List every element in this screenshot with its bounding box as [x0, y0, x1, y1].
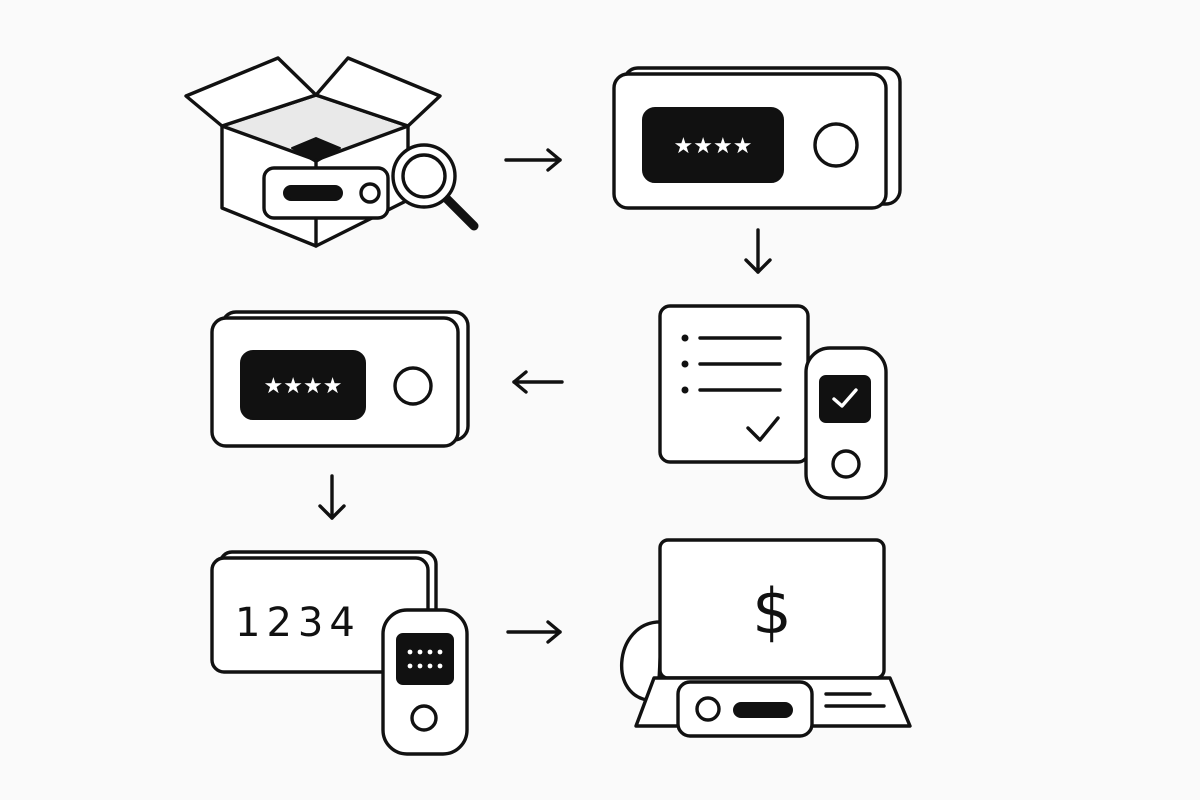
keypad-dot	[437, 663, 443, 669]
magnifier-icon	[391, 143, 479, 231]
box-with-device-and-magnifier-icon	[184, 56, 479, 248]
keypad-dot	[407, 649, 413, 655]
keypad-dot	[437, 649, 443, 655]
pin-mask: ★★★★	[264, 374, 343, 399]
list-bullet	[681, 360, 689, 368]
magnifier-handle	[441, 193, 479, 231]
pin-mask: ★★★★	[674, 134, 753, 159]
device-button	[393, 366, 433, 406]
arrow-head	[546, 148, 562, 172]
device-button	[813, 122, 859, 168]
arrow-down-icon	[318, 474, 346, 520]
confirm-device-icon	[804, 346, 888, 500]
arrow-left-icon	[512, 370, 564, 394]
recovery-code: 1234	[235, 600, 361, 646]
keypad-dot	[417, 663, 423, 669]
keypad-dot	[407, 663, 413, 669]
device-keypad	[396, 633, 454, 685]
arrow-right-icon	[504, 148, 562, 172]
keypad-device-icon	[381, 608, 469, 756]
checklist-with-device-icon	[658, 304, 888, 500]
device-button	[410, 704, 438, 732]
arrow-head	[512, 370, 528, 394]
hardware-wallet-pin-icon: ★★★★	[612, 66, 902, 210]
checkmark-icon	[746, 416, 780, 442]
list-bullet	[681, 386, 689, 394]
arrow-head	[744, 258, 772, 274]
keypad-dots	[407, 649, 443, 669]
laptop-with-dollar-icon: $	[620, 538, 912, 738]
keypad-dot	[427, 663, 433, 669]
list-bullet	[681, 334, 689, 342]
keypad-dot	[427, 649, 433, 655]
box-flap-left	[184, 56, 318, 128]
arrow-head	[318, 504, 346, 520]
check-icon	[832, 388, 858, 408]
device-button	[695, 696, 721, 722]
device-button	[359, 182, 381, 204]
small-device-icon	[676, 680, 814, 738]
device-slot	[283, 185, 343, 201]
arrow-right-icon	[506, 620, 562, 644]
arrow-down-icon	[744, 228, 772, 274]
box-shadow	[291, 137, 341, 163]
small-device-icon	[262, 166, 390, 220]
device-slot	[733, 702, 793, 718]
currency-symbol: $	[752, 575, 791, 648]
box-flap-right	[314, 56, 442, 128]
device-button	[831, 449, 861, 479]
hardware-wallet-pin-icon: ★★★★	[210, 310, 470, 448]
code-card-with-device-icon: 1234	[210, 550, 469, 756]
arrow-head	[546, 620, 562, 644]
keypad-dot	[417, 649, 423, 655]
checklist-card	[658, 304, 810, 464]
pin-screen	[642, 107, 784, 183]
pin-screen	[240, 350, 366, 420]
magnifier-lens	[401, 153, 447, 199]
device-screen	[819, 375, 871, 423]
